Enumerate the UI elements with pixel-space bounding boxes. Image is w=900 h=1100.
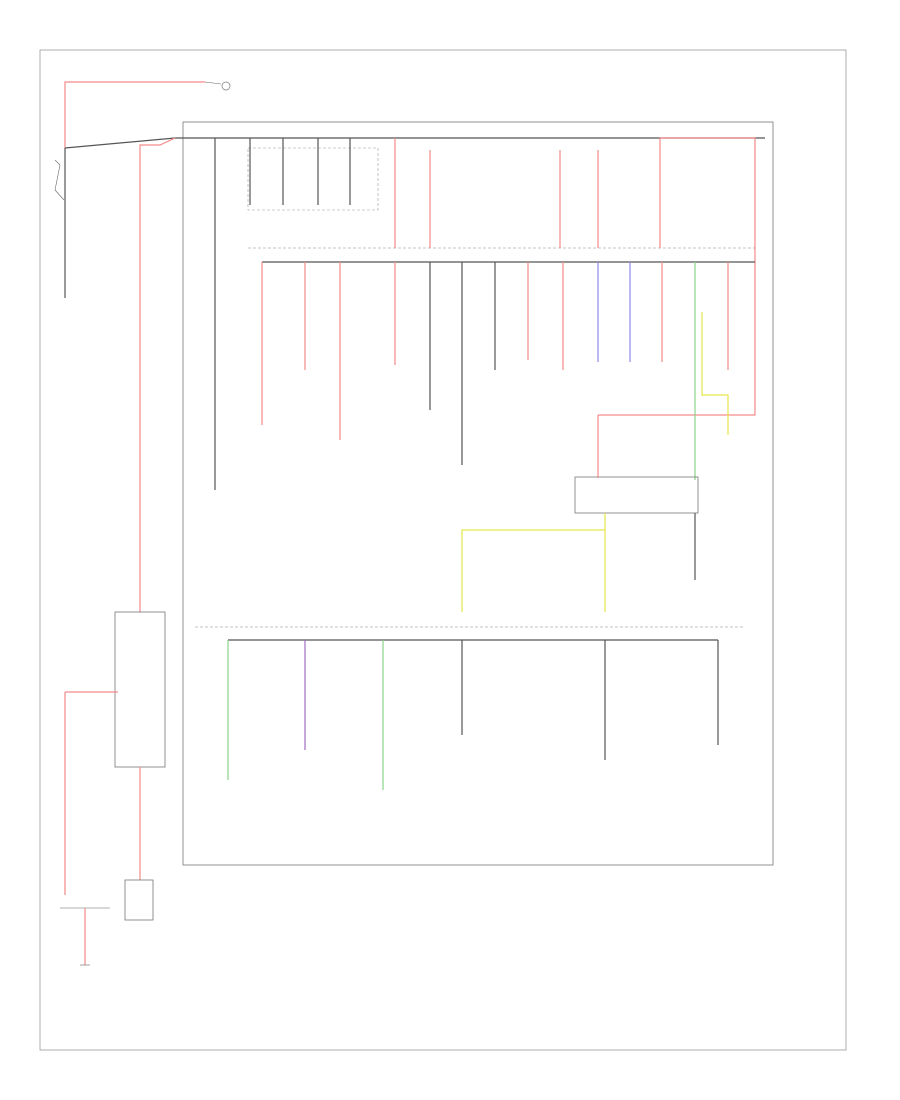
main-busbar <box>139 137 765 612</box>
fuse-row-bus <box>248 138 755 480</box>
alternator-starter <box>60 879 154 966</box>
fuse-box-enclosure <box>182 121 774 866</box>
bottom-fuse-bus <box>195 626 745 790</box>
battery-circuit <box>54 81 231 298</box>
underhood-box <box>64 611 166 895</box>
top-fuse-block <box>214 138 379 490</box>
diagram-frame <box>39 49 847 1051</box>
distribution-module <box>461 415 699 612</box>
starter-connector <box>221 81 231 91</box>
